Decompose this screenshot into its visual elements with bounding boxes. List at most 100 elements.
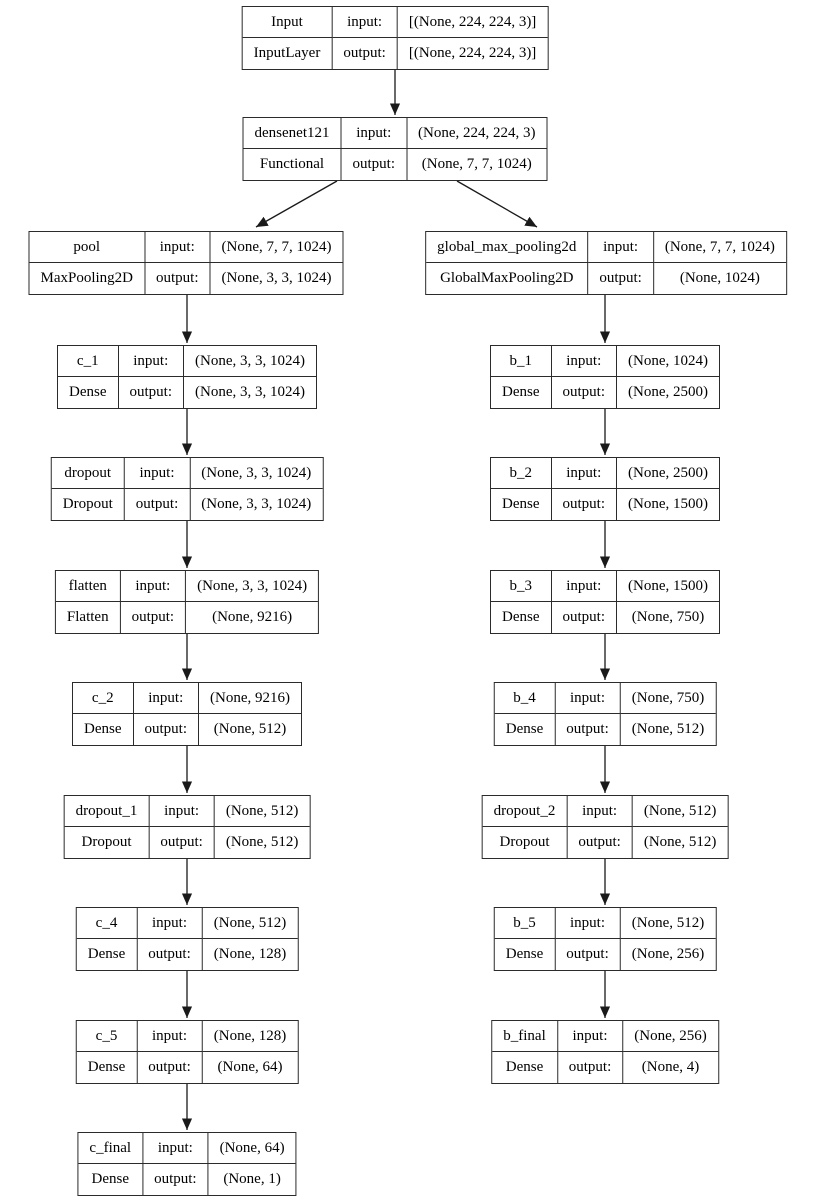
input-shape: (None, 512) [620, 908, 716, 939]
layer-type: Dense [492, 1052, 558, 1083]
node-b-2: b_2 input: (None, 2500) Dense output: (N… [490, 457, 720, 521]
output-shape: (None, 3, 3, 1024) [195, 384, 305, 400]
node-b-3: b_3 input: (None, 1500) Dense output: (N… [490, 570, 720, 634]
output-label: output: [567, 827, 633, 858]
input-label: input: [145, 232, 211, 263]
output-label: output: [552, 602, 618, 633]
edge-densenet121-global-max-pooling2d [456, 180, 538, 228]
output-shape: (None, 512) [213, 721, 287, 737]
layer-name: dropout_1 [64, 796, 150, 827]
output-shape: (None, 1500) [628, 496, 708, 512]
node-global-max-pooling2d: global_max_pooling2d input: (None, 7, 7,… [425, 231, 787, 295]
layer-name: dropout_2 [482, 796, 568, 827]
layer-type: Dense [77, 1052, 138, 1083]
output-label: output: [137, 939, 203, 970]
input-shape: (None, 128) [202, 1021, 298, 1052]
node-c-final: c_final input: (None, 64) Dense output: … [77, 1132, 297, 1196]
layer-type: Dropout [65, 827, 150, 858]
input-shape: (None, 750) [620, 683, 716, 714]
input-shape: [(None, 224, 224, 3)] [397, 7, 548, 38]
layer-name: b_2 [491, 458, 552, 489]
node-densenet121: densenet121 input: (None, 224, 224, 3) F… [242, 117, 548, 181]
output-label: output: [555, 939, 621, 970]
input-shape: (None, 64) [208, 1133, 296, 1164]
layer-type: Dense [491, 602, 552, 633]
output-shape: (None, 9216) [212, 609, 293, 625]
output-shape: (None, 3, 3, 1024) [221, 270, 332, 286]
layer-type: Dropout [483, 827, 568, 858]
output-label: output: [555, 714, 621, 745]
output-shape: (None, 1024) [679, 270, 760, 286]
node-c-1: c_1 input: (None, 3, 3, 1024) Dense outp… [57, 345, 317, 409]
input-label: input: [555, 683, 621, 714]
layer-type: Dropout [52, 489, 125, 520]
node-dropout-2: dropout_2 input: (None, 512) Dropout out… [481, 795, 729, 859]
output-label: output: [552, 489, 618, 520]
input-label: input: [557, 1021, 624, 1052]
input-label: input: [120, 571, 187, 602]
layer-type: Dense [73, 714, 134, 745]
layer-name: b_3 [491, 571, 552, 602]
node-b-final: b_final input: (None, 256) Dense output:… [491, 1020, 719, 1084]
node-b-5: b_5 input: (None, 512) Dense output: (No… [493, 907, 717, 971]
layer-name: c_1 [58, 346, 119, 377]
layer-type: Functional [244, 149, 342, 180]
output-label: output: [134, 714, 200, 745]
input-shape: (None, 3, 3, 1024) [186, 571, 319, 602]
output-shape: (None, 128) [213, 946, 287, 962]
input-label: input: [588, 232, 654, 263]
layer-name: c_4 [76, 908, 138, 939]
layer-name: b_5 [494, 908, 556, 939]
layer-name: dropout [51, 458, 125, 489]
output-shape: (None, 7, 7, 1024) [421, 156, 532, 172]
layer-type: MaxPooling2D [29, 263, 146, 294]
input-label: input: [555, 908, 621, 939]
output-label: output: [588, 263, 654, 294]
layer-type: Dense [491, 377, 552, 408]
layer-name: densenet121 [243, 118, 342, 149]
layer-type: Dense [495, 714, 556, 745]
output-shape: (None, 750) [631, 609, 705, 625]
output-label: output: [137, 1052, 203, 1083]
layer-type: Dense [77, 939, 138, 970]
output-shape: (None, 512) [225, 834, 299, 850]
input-shape: (None, 1024) [617, 346, 719, 377]
edge-densenet121-pool [255, 180, 338, 228]
input-shape: (None, 7, 7, 1024) [653, 232, 786, 263]
input-shape: (None, 256) [623, 1021, 718, 1052]
input-shape: (None, 512) [214, 796, 310, 827]
node-dropout: dropout input: (None, 3, 3, 1024) Dropou… [50, 457, 324, 521]
input-shape: (None, 224, 224, 3) [407, 118, 547, 149]
output-shape: (None, 1) [223, 1171, 281, 1187]
input-shape: (None, 1500) [617, 571, 719, 602]
layer-name: b_1 [491, 346, 552, 377]
layer-name: c_5 [76, 1021, 138, 1052]
layer-name: pool [29, 232, 146, 263]
output-label: output: [119, 377, 185, 408]
output-shape: (None, 512) [631, 721, 705, 737]
input-label: input: [137, 1021, 203, 1052]
layer-name: b_4 [494, 683, 556, 714]
output-label: output: [149, 827, 215, 858]
output-shape: (None, 4) [641, 1059, 700, 1075]
input-shape: (None, 3, 3, 1024) [184, 346, 316, 377]
layer-name: c_final [78, 1133, 144, 1164]
input-label: input: [133, 683, 200, 714]
node-b-4: b_4 input: (None, 750) Dense output: (No… [493, 682, 717, 746]
output-label: output: [332, 38, 398, 69]
input-label: input: [567, 796, 633, 827]
layer-type: Dense [78, 1164, 144, 1195]
output-label: output: [341, 149, 408, 180]
input-label: input: [143, 1133, 209, 1164]
input-shape: (None, 512) [632, 796, 728, 827]
output-label: output: [558, 1052, 624, 1083]
output-label: output: [125, 489, 191, 520]
layer-name: global_max_pooling2d [426, 232, 589, 263]
input-shape: (None, 512) [202, 908, 298, 939]
output-shape: (None, 256) [631, 946, 705, 962]
layer-name: flatten [55, 571, 121, 602]
input-shape: (None, 2500) [617, 458, 719, 489]
node-input-layer: Input input: [(None, 224, 224, 3)] Input… [241, 6, 549, 70]
output-label: output: [143, 1164, 209, 1195]
